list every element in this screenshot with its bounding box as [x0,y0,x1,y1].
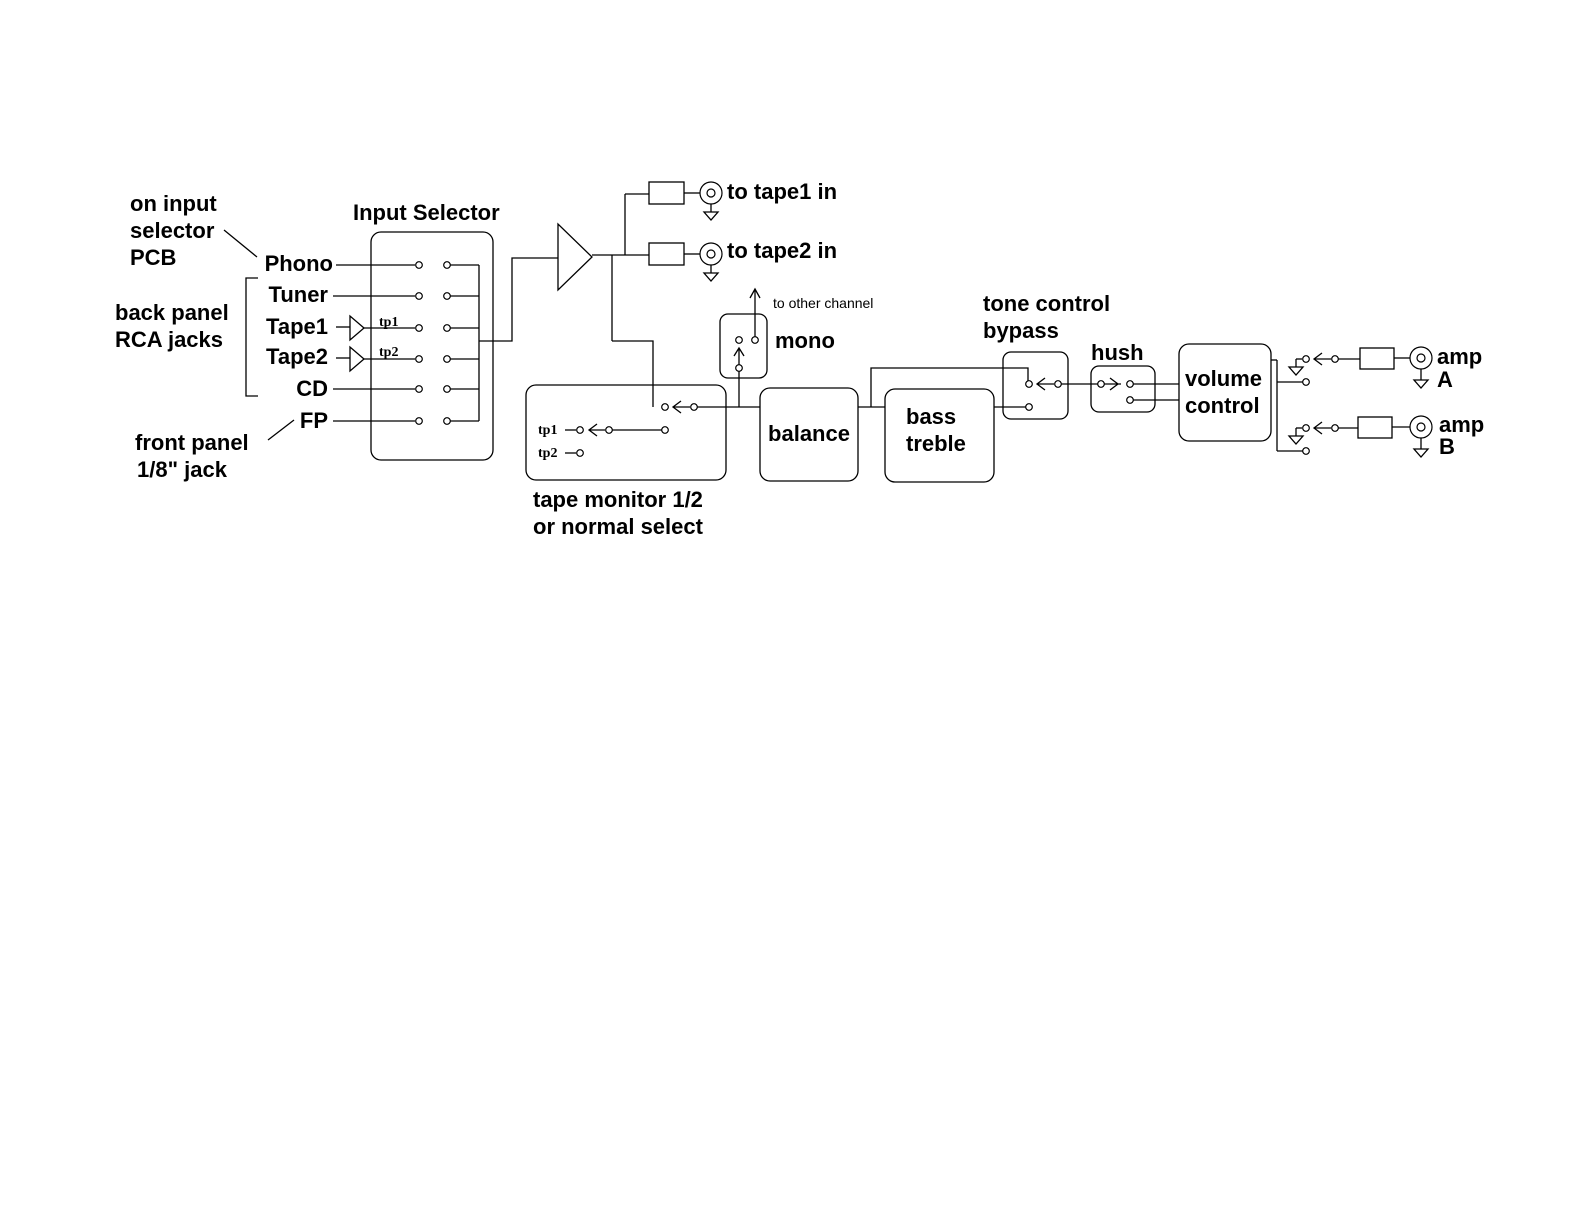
buffer-amp-icon [558,224,592,290]
volume-block: volume control [1179,344,1303,451]
to-tape1-in-label: to tape1 in [727,179,837,204]
selector-contacts [416,262,451,425]
hush-label: hush [1091,340,1144,365]
tape-monitor-label-1: tape monitor 1/2 [533,487,703,512]
to-tape2-in-label: to tape2 in [727,238,837,263]
amp-a-mute-ground-icon [1289,367,1303,375]
tape-monitor-label-2: or normal select [533,514,704,539]
amp-a-ground-icon [1414,380,1428,388]
tone-control-label: tone control [983,291,1110,316]
tape2-output: to tape2 in [649,238,837,281]
mono-label: mono [775,328,835,353]
bass-label: bass [906,404,956,429]
amp-a-label-1: amp [1437,344,1482,369]
tp2-label: tp2 [379,345,398,360]
label-pcb: PCB [130,245,176,270]
treble-label: treble [906,431,966,456]
amp-b-resistor-icon [1358,417,1392,438]
tape-monitor-block: tp1 tp2 tape monitor 1/2 or normal selec… [526,385,760,539]
mono-switch-block: to other channel mono [720,289,873,407]
control-label: control [1185,393,1260,418]
tape2-buffer-icon [350,347,364,371]
front-panel-leader-line [268,420,294,440]
amp-a-output: amp A [1289,344,1482,392]
bass-treble-block: bass treble [885,389,1026,482]
label-back-panel: back panel [115,300,229,325]
input-tuner: Tuner [269,282,329,307]
input-cd: CD [296,376,328,401]
label-on-input: on input [130,191,217,216]
amp-b-mute-ground-icon [1289,436,1303,444]
tape-monitor-tp2: tp2 [538,446,557,461]
amp-a-label-2: A [1437,367,1453,392]
tp1-label: tp1 [379,315,398,330]
input-list: Phono Tuner Tape1 Tape2 CD FP [265,251,333,433]
to-other-channel-label: to other channel [773,295,873,311]
buffer-amp [479,194,653,407]
label-rca-jacks: RCA jacks [115,327,223,352]
pcb-leader-line [224,230,257,257]
input-phono: Phono [265,251,333,276]
amp-a-resistor-icon [1360,348,1394,369]
label-selector: selector [130,218,215,243]
input-tape2: Tape2 [266,344,328,369]
input-selector-block: Input Selector tp1 tp2 [333,200,500,460]
input-tape1: Tape1 [266,314,328,339]
label-18-jack: 1/8" jack [137,457,228,482]
hush-box [1091,366,1155,412]
input-selector-title: Input Selector [353,200,500,225]
bypass-label: bypass [983,318,1059,343]
label-front-panel: front panel [135,430,249,455]
amp-b-label-2: B [1439,434,1455,459]
input-fp: FP [300,408,328,433]
amp-b-output: amp B [1289,412,1484,459]
balance-label: balance [768,421,850,446]
tape-monitor-tp1: tp1 [538,423,557,438]
tape1-resistor-icon [649,182,684,204]
balance-block: balance [760,368,1028,481]
amp-b-ground-icon [1414,449,1428,457]
tape1-ground-icon [704,212,718,220]
tape1-buffer-icon [350,316,364,340]
tape2-ground-icon [704,273,718,281]
back-panel-bracket [246,278,258,396]
mono-switch-box [720,314,767,378]
volume-label: volume [1185,366,1262,391]
tape2-resistor-icon [649,243,684,265]
hush-block: hush [1091,340,1179,412]
tape1-output: to tape1 in [649,179,837,220]
